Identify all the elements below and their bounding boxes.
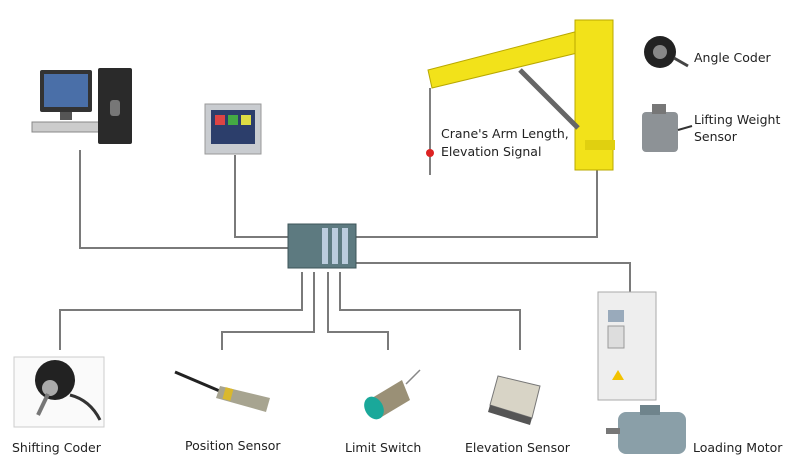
label-limit-switch: Limit Switch xyxy=(345,440,422,455)
line-position-sensor xyxy=(221,272,315,350)
label-lifting-weight-sensor-line2: Sensor xyxy=(694,129,737,144)
position-sensor-icon xyxy=(174,370,270,412)
plc-icon xyxy=(287,223,357,269)
computer-icon xyxy=(31,68,132,144)
label-loading-motor: Loading Motor xyxy=(693,440,783,455)
label-crane-signal-line1: Crane's Arm Length, xyxy=(441,126,569,141)
limit-switch-icon xyxy=(364,369,421,420)
line-motor xyxy=(355,262,631,292)
lifting-weight-sensor-icon xyxy=(642,104,693,152)
elevation-sensor-icon xyxy=(488,375,541,425)
label-lifting-weight-sensor-line1: Lifting Weight xyxy=(694,112,781,127)
label-crane-signal-line2: Elevation Signal xyxy=(441,144,542,159)
frequency-inverter-icon xyxy=(597,291,657,401)
crane-icon xyxy=(426,19,615,175)
hmi-panel-icon xyxy=(204,103,262,155)
shifting-coder-icon xyxy=(13,356,105,428)
line-limit-switch xyxy=(327,272,389,350)
label-angle-coder: Angle Coder xyxy=(694,50,771,65)
label-shifting-coder: Shifting Coder xyxy=(12,440,101,455)
loading-motor-icon xyxy=(606,405,686,454)
line-shifting-coder xyxy=(59,272,303,350)
line-crane xyxy=(355,150,598,238)
label-elevation-sensor: Elevation Sensor xyxy=(465,440,570,455)
line-computer xyxy=(79,150,290,249)
line-hmi xyxy=(234,155,290,238)
line-elevation-sensor xyxy=(339,272,521,350)
angle-coder-icon xyxy=(644,36,689,68)
label-position-sensor: Position Sensor xyxy=(185,438,281,453)
